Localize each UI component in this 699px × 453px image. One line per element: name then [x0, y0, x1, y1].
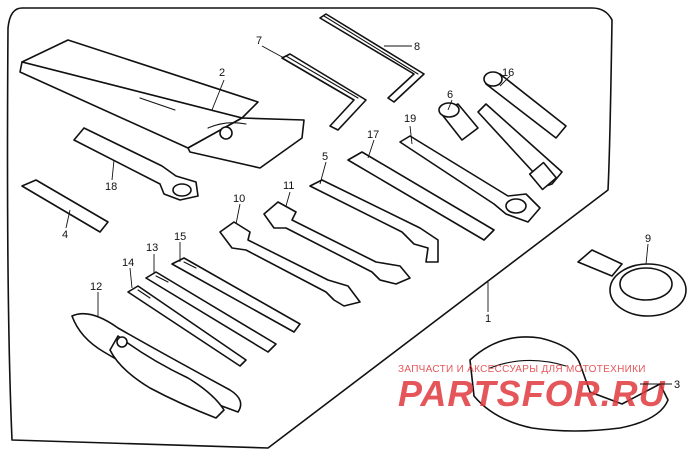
callout-part-4: 4 [62, 229, 68, 241]
tool-9-drawing [577, 249, 687, 317]
callout-part-8: 8 [414, 41, 420, 53]
wrench-10-drawing [219, 221, 361, 307]
callout-part-3: 3 [674, 379, 680, 391]
pouch-3-drawing [469, 336, 669, 432]
plug-socket-drawing [438, 102, 479, 141]
screwdriver-14-drawing [127, 285, 247, 367]
callout-part-6: 6 [447, 89, 453, 101]
flat-blade-4-drawing [21, 179, 109, 233]
callout-part-14: 14 [122, 257, 134, 269]
hex-wrench-large-drawing [319, 13, 425, 103]
callout-part-15: 15 [174, 231, 186, 243]
watermark-brand: PARTSFOR.RU [398, 373, 666, 414]
callout-part-19: 19 [404, 113, 416, 125]
callout-part-7: 7 [256, 35, 262, 47]
callout-part-5: 5 [322, 151, 328, 163]
callout-numbers: 2 7 8 16 6 17 19 5 11 10 18 4 15 13 14 1… [62, 35, 680, 391]
watermark-tagline: ЗАПЧАСТИ И АКСЕССУАРЫ ДЛЯ МОТОТЕХНИКИ [398, 364, 646, 375]
flat-bar-17-drawing [347, 151, 495, 241]
callout-part-18: 18 [105, 181, 117, 193]
screwdriver-13-drawing [145, 271, 277, 353]
callout-part-11: 11 [283, 180, 294, 192]
hex-wrench-drawing [281, 53, 367, 131]
open-wrench-5-drawing [309, 179, 439, 263]
wrench-11-drawing [263, 201, 411, 285]
tool-tray-outline [6, 7, 613, 449]
callout-part-9: 9 [645, 233, 651, 245]
callout-part-10: 10 [233, 193, 245, 205]
callout-part-16: 16 [502, 67, 514, 79]
callout-part-1: 1 [485, 313, 491, 325]
wrench-18-drawing [73, 127, 199, 201]
callout-leader-lines [65, 45, 672, 385]
watermark: ЗАПЧАСТИ И АКСЕССУАРЫ ДЛЯ МОТОТЕХНИКИ PA… [398, 364, 666, 414]
callout-part-2: 2 [219, 67, 225, 79]
box-spanner-drawing [477, 71, 567, 191]
callout-part-12: 12 [90, 281, 102, 293]
pliers-drawing [71, 312, 242, 419]
callout-part-13: 13 [146, 242, 158, 254]
tool-bag-drawing [19, 39, 305, 169]
callout-part-17: 17 [367, 129, 379, 141]
wrench-19-drawing [399, 135, 541, 223]
